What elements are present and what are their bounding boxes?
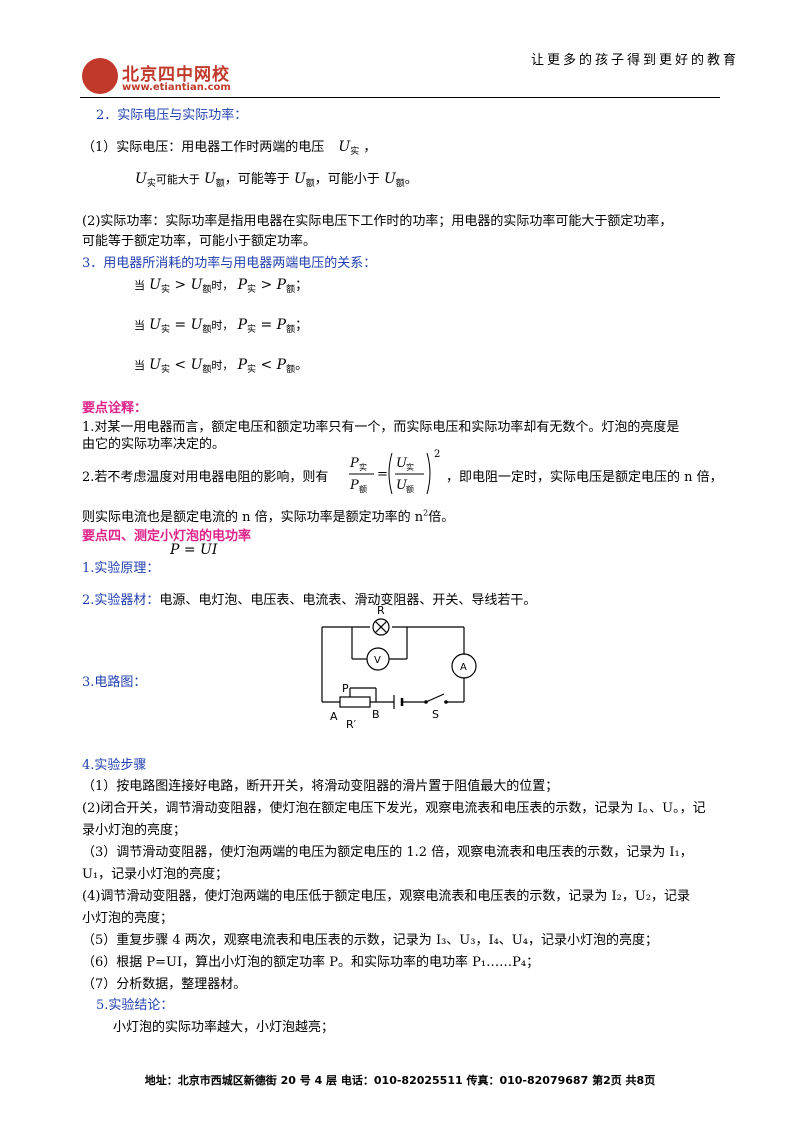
step-4-line2: 小灯泡的亮度； bbox=[82, 911, 174, 926]
formula-paren-right bbox=[426, 452, 431, 495]
s2-p2-line2: 可能等于额定功率，可能小于额定功率。 bbox=[82, 234, 317, 249]
formula-equals: = bbox=[377, 467, 388, 482]
formula-paren-left bbox=[388, 452, 393, 495]
s2-p1-label: （1）实际电压：用电器工作时两端的电压 bbox=[82, 140, 325, 155]
item-2-equipment: 2.实验器材：电源、电灯泡、电压表、电流表、滑动变阻器、开关、导线若干。 bbox=[82, 593, 537, 608]
step-5: （5）重复步骤 4 两次，观察电流表和电压表的示数，记录为 I₃、U₃，I₄、U… bbox=[82, 933, 658, 948]
formula-svg: P 实 P 额 = U 实 U 额 2 bbox=[349, 449, 440, 495]
switch-contact-right bbox=[444, 700, 448, 704]
step-2-line2: 录小灯泡的亮度； bbox=[82, 823, 187, 838]
switch-lever bbox=[425, 693, 445, 703]
label-lamp-r: R bbox=[377, 604, 385, 617]
school-logo-icon bbox=[82, 58, 118, 94]
formula-p-e: P bbox=[349, 478, 359, 493]
step-4-line1: (4)调节滑动变阻器，使灯泡两端的电压低于额定电压，观察电流表和电压表的示数，记… bbox=[82, 889, 691, 904]
header-rule bbox=[80, 97, 720, 98]
item-5-conclusion: 5.实验结论： bbox=[96, 998, 174, 1013]
keypoint-1-line2: 由它的实际功率决定的。 bbox=[82, 437, 226, 452]
item-1-principle: 1.实验原理： bbox=[82, 561, 160, 576]
keypoint-2-line1-b: ，即电阻一定时，实际电压是额定电压的 n 倍， bbox=[446, 470, 723, 485]
step-3-line1: （3）调节滑动变阻器，使灯泡两端的电压为额定电压的 1.2 倍，观察电流表和电压… bbox=[82, 845, 693, 860]
lamp-cross-2 bbox=[374, 620, 388, 634]
formula-p-shi: P bbox=[349, 456, 359, 471]
principle-formula: P = UI bbox=[170, 542, 218, 558]
s3-row-3: 当 U实 < U额时， P实 < P额。 bbox=[134, 357, 309, 375]
logo-url: www.etiantian.com bbox=[122, 82, 231, 93]
formula-sub-shi-2: 实 bbox=[406, 462, 414, 472]
label-voltmeter: V bbox=[374, 655, 381, 666]
power-ratio-formula: P 实 P 额 = U 实 U 额 2 bbox=[348, 447, 446, 497]
formula-sub-shi: 实 bbox=[359, 462, 367, 472]
keypoint-2-line1-a: 2.若不考虑温度对用电器电阻的影响，则有 bbox=[82, 470, 329, 485]
step-1: （1）按电路图连接好电路，断开开关，将滑动变阻器的滑片置于阻值最大的位置； bbox=[82, 779, 559, 794]
label-end-a: A bbox=[330, 710, 338, 723]
label-ammeter: A bbox=[460, 662, 467, 673]
circuit-diagram: R V A P A B R′ S bbox=[310, 602, 480, 732]
s3-row-1: 当 PU实 > U额时， P实 > P额； bbox=[134, 277, 309, 295]
s2-p1: （1）实际电压：用电器工作时两端的电压 U实 ， bbox=[82, 139, 377, 157]
keypoint-1-line1: 1.对某一用电器而言，额定电压和额定功率只有一个，而实际电压和实际功率却有无数个… bbox=[82, 420, 680, 435]
section-2-title: 2．实际电压与实际功率： bbox=[96, 108, 248, 123]
s2-line2: U实可能大于 U额，可能等于 U额，可能小于 U额。 bbox=[135, 171, 418, 189]
section-3-title: 3．用电器所消耗的功率与用电器两端电压的关系： bbox=[82, 256, 377, 271]
s3-row-2: 当 U实 = U额时， P实 = P额； bbox=[134, 317, 309, 335]
step-7: （7）分析数据，整理器材。 bbox=[82, 977, 247, 992]
formula-u-e: U bbox=[396, 478, 408, 493]
label-end-b: B bbox=[372, 708, 380, 721]
conclusion-text: 小灯泡的实际功率越大，小灯泡越亮； bbox=[113, 1020, 335, 1035]
circuit-svg: R V A P A B R′ S bbox=[321, 604, 477, 731]
item-3-circuit: 3.电路图： bbox=[82, 675, 147, 690]
keypoints-title: 要点诠释： bbox=[82, 401, 148, 416]
formula-sub-e: 额 bbox=[359, 484, 367, 494]
item-4-steps: 4.实验步骤 bbox=[82, 758, 147, 773]
keypoint-2-line2: 则实际电流也是额定电流的 n 倍，实际功率是额定功率的 n2倍。 bbox=[82, 508, 455, 525]
formula-u-shi: U bbox=[396, 456, 408, 471]
header-tagline: 让更多的孩子得到更好的教育 bbox=[531, 53, 740, 68]
rheostat-body bbox=[339, 696, 371, 708]
step-3-line2: U₁，记录小灯泡的亮度； bbox=[82, 867, 229, 882]
voltmeter-icon bbox=[366, 647, 390, 671]
ammeter-icon bbox=[451, 653, 477, 679]
label-slider-p: P bbox=[342, 682, 349, 695]
page-footer: 地址：北京市西城区新德街 20 号 4 层 电话：010-82025511 传真… bbox=[144, 1074, 656, 1087]
step-2-line1: (2)闭合开关，调节滑动变阻器，使灯泡在额定电压下发光，观察电流表和电压表的示数… bbox=[82, 801, 706, 816]
switch-contact-left bbox=[424, 700, 428, 704]
formula-exponent: 2 bbox=[434, 449, 440, 460]
label-rheostat: R′ bbox=[346, 718, 357, 731]
logo-name: 北京四中网校 bbox=[122, 65, 230, 85]
s2-p2-line1: (2)实际功率：实际功率是指用电器在实际电压下工作时的功率；用电器的实际功率可能… bbox=[82, 214, 673, 229]
formula-sub-e-2: 额 bbox=[406, 484, 414, 494]
step-6: （6）根据 P=UI，算出小灯泡的额定功率 P。和实际功率的电功率 P₁……P₄… bbox=[82, 955, 540, 970]
label-switch: S bbox=[432, 708, 439, 721]
section-4-title: 要点四、测定小灯泡的电功率 bbox=[82, 529, 252, 544]
